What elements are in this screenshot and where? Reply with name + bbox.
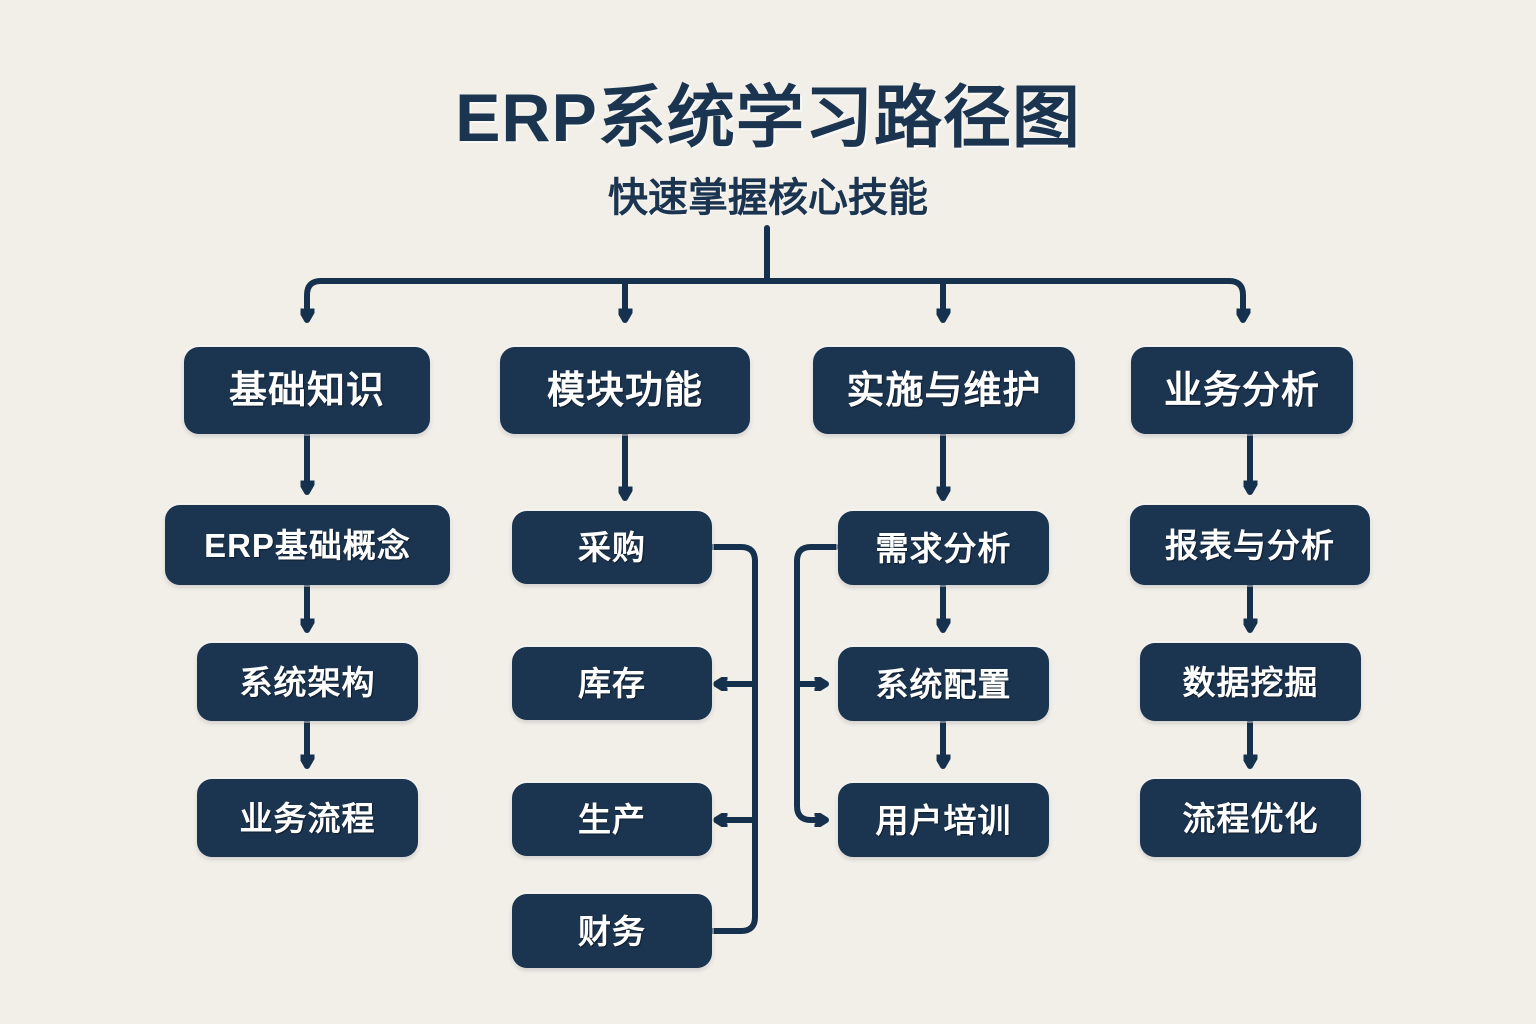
page-title: ERP系统学习路径图 [455,80,1081,156]
node-implementation-root[interactable]: 实施与维护 [813,347,1075,434]
node-business-process[interactable]: 业务流程 [197,779,418,857]
node-basics-root[interactable]: 基础知识 [184,347,430,434]
node-label: 模块功能 [546,369,703,412]
node-label: 系统配置 [875,665,1012,703]
connector-c3-bus [794,544,839,820]
node-label: 业务流程 [239,799,376,837]
node-business-analysis-root[interactable]: 业务分析 [1131,347,1353,434]
connector-root-bus [307,278,1243,323]
node-label: 财务 [578,912,646,950]
page-subtitle: 快速掌握核心技能 [608,176,928,220]
node-label: 报表与分析 [1165,526,1335,564]
node-system-configuration[interactable]: 系统配置 [838,647,1049,721]
node-reporting-analysis[interactable]: 报表与分析 [1130,505,1370,585]
node-label: 数据挖掘 [1182,663,1319,701]
node-finance[interactable]: 财务 [512,894,712,968]
node-label: 库存 [578,665,646,702]
node-label: 采购 [578,529,646,566]
node-erp-concepts[interactable]: ERP基础概念 [165,505,450,585]
node-inventory[interactable]: 库存 [512,647,712,720]
node-process-optimization[interactable]: 流程优化 [1140,779,1361,857]
node-modules-root[interactable]: 模块功能 [500,347,750,434]
node-user-training[interactable]: 用户培训 [838,783,1049,857]
node-label: 生产 [578,801,646,838]
node-label: 系统架构 [239,663,376,701]
node-production[interactable]: 生产 [512,783,712,856]
node-procurement[interactable]: 采购 [512,511,712,584]
node-label: 需求分析 [875,529,1012,567]
node-label: 基础知识 [228,369,385,412]
node-system-architecture[interactable]: 系统架构 [197,643,418,721]
connector-c2-bus [709,544,758,934]
node-requirements-analysis[interactable]: 需求分析 [838,511,1049,585]
node-label: ERP基础概念 [204,526,411,564]
node-label: 用户培训 [875,801,1012,839]
node-label: 实施与维护 [846,369,1042,412]
node-data-mining[interactable]: 数据挖掘 [1140,643,1361,721]
node-label: 业务分析 [1163,369,1320,412]
node-label: 流程优化 [1182,799,1319,837]
